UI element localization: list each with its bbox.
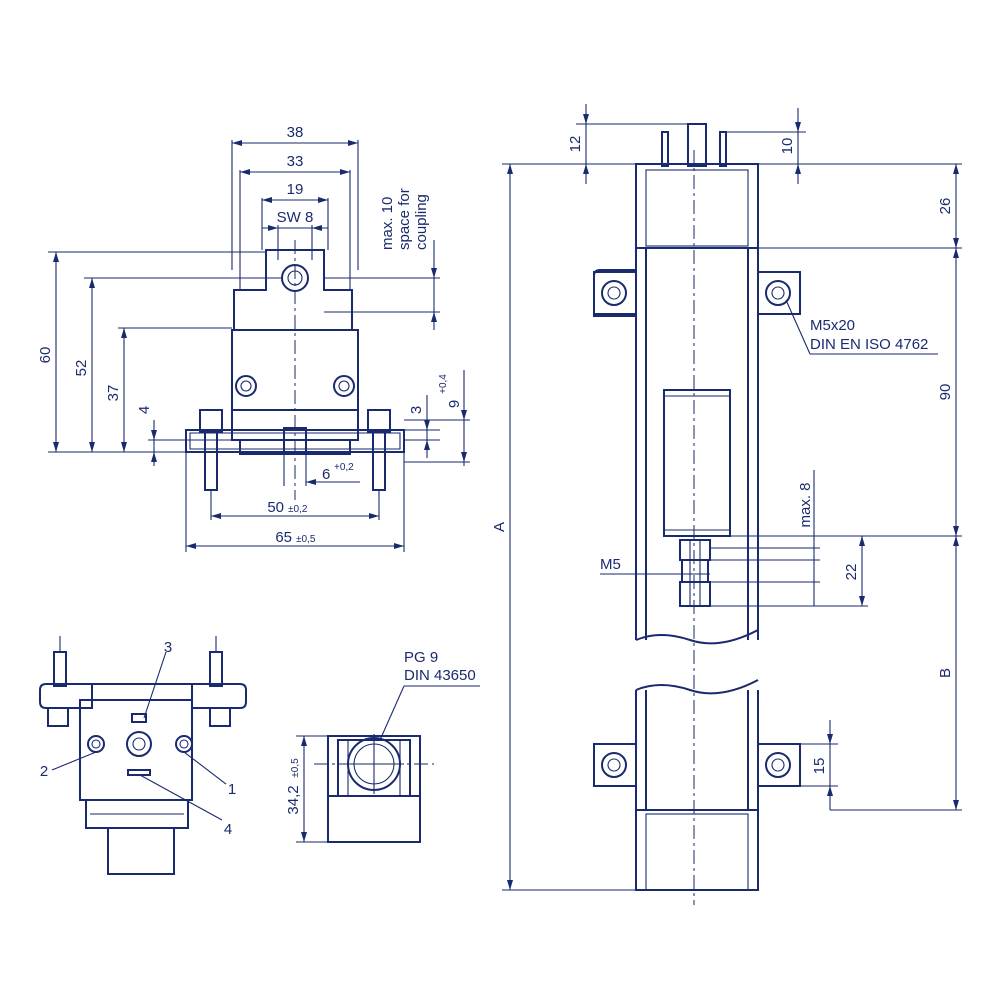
dim-34-2: 34,2 — [285, 785, 302, 814]
coupling-note-line2: space for — [396, 188, 413, 250]
tol-65: ±0,5 — [296, 534, 316, 545]
screw-label: M5x20 — [810, 317, 855, 334]
dim-12: 12 — [567, 136, 584, 153]
din43650-label: DIN 43650 — [404, 667, 476, 684]
tol-6: +0,2 — [334, 462, 354, 473]
coupling-note-line3: coupling — [413, 194, 430, 250]
dim-sw8: SW 8 — [277, 209, 314, 226]
dim-33: 33 — [287, 153, 304, 170]
side-view: 12 10 26 90 M5x20 DIN EN ISO 4762 max. 8 — [491, 104, 962, 905]
dim-3: 3 — [408, 406, 425, 414]
dim-19: 19 — [287, 181, 304, 198]
tol-50: ±0,2 — [288, 504, 308, 515]
dim-90: 90 — [937, 384, 954, 401]
screw-standard-label: DIN EN ISO 4762 — [810, 336, 928, 353]
dim-15: 15 — [811, 758, 828, 775]
thread-m5-label: M5 — [600, 556, 621, 573]
dim-4: 4 — [136, 406, 153, 414]
coupling-note-line1: max. 10 — [379, 197, 396, 250]
dim-10: 10 — [779, 138, 796, 155]
dim-52: 52 — [73, 360, 90, 377]
dim-65: 65 — [275, 529, 292, 546]
dim-22: 22 — [843, 564, 860, 581]
tol-9: +0,4 — [438, 374, 449, 394]
dim-B: B — [937, 668, 954, 678]
dim-60: 60 — [37, 347, 54, 364]
dim-6: 6 — [322, 466, 330, 483]
dim-9: 9 — [446, 400, 463, 408]
dim-A: A — [491, 522, 508, 532]
dim-50: 50 — [267, 499, 284, 516]
dim-26: 26 — [937, 198, 954, 215]
pin-label-3: 3 — [164, 639, 172, 656]
pg9-label: PG 9 — [404, 649, 438, 666]
tol-34-2: ±0,5 — [290, 758, 301, 778]
connector-view: PG 9 DIN 43650 34,2 ±0,5 — [285, 649, 480, 843]
dim-37: 37 — [105, 385, 122, 402]
front-view: 38 33 19 SW 8 max. 10 space for coupling — [37, 124, 470, 552]
dim-max8: max. 8 — [797, 482, 814, 527]
pin-label-1: 1 — [228, 781, 236, 798]
bottom-view: 3 2 1 4 — [39, 636, 247, 875]
dim-38: 38 — [287, 124, 304, 141]
pin-label-2: 2 — [40, 763, 48, 780]
pin-label-4: 4 — [224, 821, 232, 838]
